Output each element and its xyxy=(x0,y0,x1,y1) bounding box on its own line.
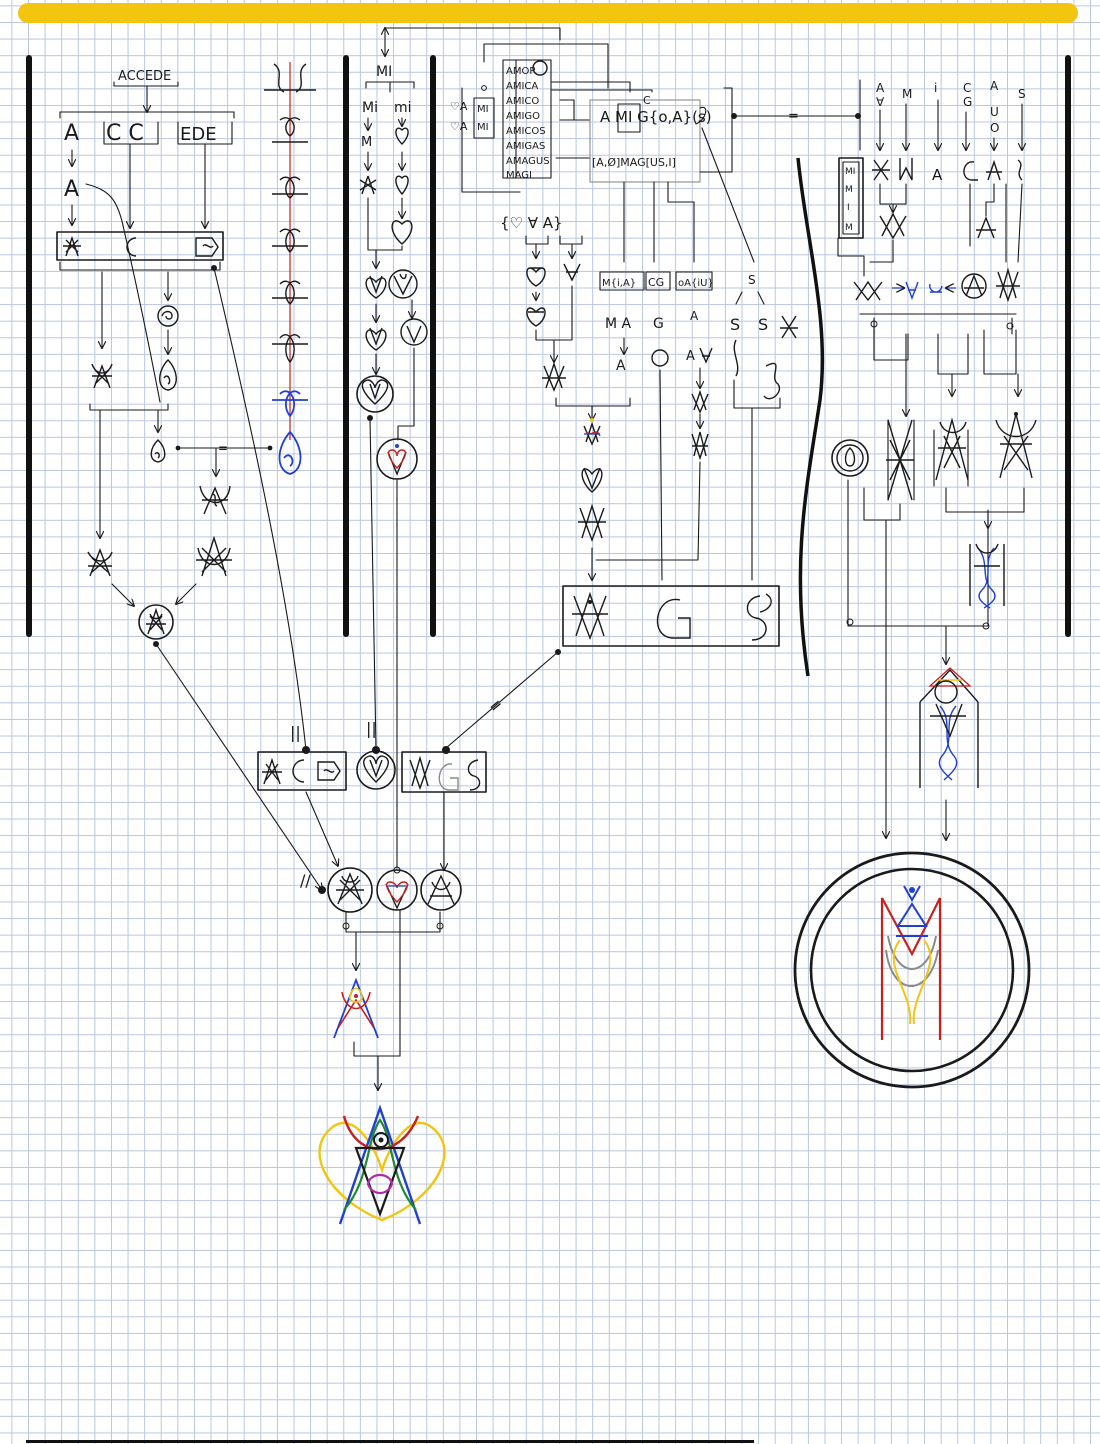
part-cc: C C xyxy=(106,121,144,146)
svg-text://: // xyxy=(300,871,311,890)
accede-panel: ACCEDE A C C EDE A = xyxy=(56,69,273,640)
svg-text:U: U xyxy=(990,105,999,119)
side-left-2: ♡A xyxy=(450,120,468,133)
branch-3: oA{iU} xyxy=(678,278,714,289)
yellow-banner xyxy=(18,3,1078,23)
mi-word: MI xyxy=(376,64,392,80)
svg-text:∀: ∀ xyxy=(876,95,885,109)
svg-text:C: C xyxy=(963,81,971,95)
r-letter-3: i xyxy=(934,81,937,95)
branch-1: M{i,A} xyxy=(602,278,636,289)
mi-left: Mi xyxy=(362,100,378,116)
side-left-1: ♡A xyxy=(450,100,468,113)
r-letter-2: M xyxy=(902,87,912,101)
svg-text:S: S xyxy=(758,315,768,334)
word-amagus: AMAGUS xyxy=(506,156,550,167)
mi-panel: MI Mi mi M xyxy=(356,28,561,480)
branch-4: S xyxy=(748,273,756,287)
svg-text:=: = xyxy=(788,109,799,124)
svg-text:M: M xyxy=(361,135,372,150)
core-top: A MI G{o,A}(s) xyxy=(600,108,712,126)
r-letter-1: A xyxy=(876,81,885,95)
svg-text:A: A xyxy=(686,349,695,364)
core-bottom: [A,Ø]MAG[US,I] xyxy=(592,156,676,169)
amigo-panel: ♡A ♡A MI MI AMOR AMICA AMICO AMIGO AMICO… xyxy=(445,43,861,749)
accede-word: ACCEDE xyxy=(118,69,171,84)
separator-wavy xyxy=(796,157,825,677)
svg-text:=: = xyxy=(218,441,228,455)
side-mid-1: MI xyxy=(477,104,489,115)
word-amor: AMOR xyxy=(506,66,536,77)
core-top-c: C xyxy=(643,94,651,107)
part-a: A xyxy=(64,121,79,146)
svg-text:M: M xyxy=(845,185,853,195)
r-letter-6: S xyxy=(1018,87,1026,101)
side-mid-2: MI xyxy=(477,122,489,133)
word-amico: AMICO xyxy=(506,96,539,107)
svg-text:O: O xyxy=(990,121,999,135)
svg-text:A: A xyxy=(690,309,699,323)
svg-text:S: S xyxy=(730,315,740,334)
svg-text:=: = xyxy=(484,694,506,717)
word-amigo: AMIGO xyxy=(506,111,540,122)
branch-2: CG xyxy=(648,276,664,289)
bottom-rule xyxy=(26,1440,754,1443)
part-ede: EDE xyxy=(180,124,217,145)
word-amica: AMICA xyxy=(506,81,538,92)
mi-right: mi xyxy=(394,100,412,116)
word-amicos: AMICOS xyxy=(506,126,546,137)
right-panel: A ∀ M i C G A U O S MI M I M A xyxy=(793,79,1037,1089)
svg-text:G: G xyxy=(653,316,664,332)
box-mi: MI xyxy=(845,167,855,177)
word-magi: MAGI xyxy=(506,170,532,181)
equals-mid: || xyxy=(366,719,377,738)
svg-text:I: I xyxy=(847,203,850,213)
svg-text:A: A xyxy=(64,177,79,202)
word-amigas: AMIGAS xyxy=(506,141,545,152)
vertical-chain xyxy=(264,62,316,475)
center-combination: || || // xyxy=(153,265,487,1225)
r-letter-5: A xyxy=(990,79,999,93)
svg-text:A: A xyxy=(616,358,626,374)
brace-set: {♡ ∀ A} xyxy=(500,214,563,232)
equals-left: || xyxy=(290,723,301,742)
svg-text:M: M xyxy=(845,223,853,233)
svg-text:A: A xyxy=(932,166,943,184)
svg-text:M A: M A xyxy=(605,316,632,332)
r-letter-4: G xyxy=(963,95,972,109)
